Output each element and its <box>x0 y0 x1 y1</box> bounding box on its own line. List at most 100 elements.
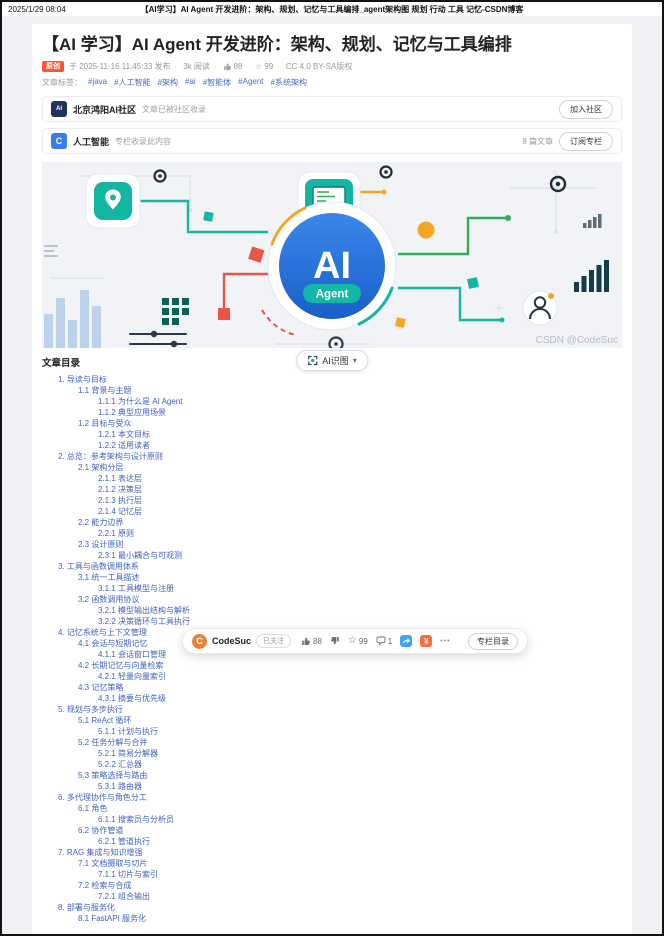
star-icon: ☆ <box>347 635 357 646</box>
meta-star-count: 99 <box>264 62 274 71</box>
toc-link[interactable]: 7.2 检索与合成 <box>78 881 132 890</box>
toc-link[interactable]: 5. 规划与多步执行 <box>58 705 123 714</box>
like-button[interactable]: 88 <box>301 636 322 646</box>
meta-like: 88 <box>210 62 243 71</box>
toc-link[interactable]: 8.1 FastAPI 服务化 <box>78 914 147 923</box>
toc-link[interactable]: 3.2.1 模型输出结构与解析 <box>98 606 191 615</box>
tag-link[interactable]: #智能体 <box>202 78 232 87</box>
subscribe-column-button[interactable]: 订阅专栏 <box>559 131 613 151</box>
toc-link[interactable]: 6.1.1 搜索员与分析员 <box>98 815 175 824</box>
tag-link[interactable]: #系统架构 <box>270 78 307 87</box>
toc-link[interactable]: 4.3 记忆策略 <box>78 683 124 692</box>
ai-recognize-button[interactable]: AI识图 ▾ <box>296 350 368 371</box>
join-community-button[interactable]: 加入社区 <box>559 99 613 119</box>
toc-link[interactable]: 2. 总览：参考架构与设计原则 <box>58 452 163 461</box>
toc-link[interactable]: 1.1.2 典型应用场景 <box>98 408 167 417</box>
column-name[interactable]: 人工智能 <box>73 136 110 147</box>
toc-link[interactable]: 1.2.1 本文目标 <box>98 430 151 439</box>
toc-link[interactable]: 4. 记忆系统与上下文管理 <box>58 628 147 637</box>
article-title: 【AI 学习】AI Agent 开发进阶：架构、规划、记忆与工具编排 <box>42 35 512 54</box>
article-meta: 原创 于 2025-11-16 11:45:33 发布 3k 阅读 88 ☆ 9… <box>42 61 622 72</box>
toc-title: 文章目录 <box>42 358 81 369</box>
hero-ai-text: AI <box>313 245 351 287</box>
toc-link[interactable]: 4.1 会话与短期记忆 <box>78 639 148 648</box>
toc-link[interactable]: 3.1.1 工具模型与注册 <box>98 584 175 593</box>
floating-toolbar: C CodeSuc 已关注 88 ☆ 99 <box>182 628 528 654</box>
hero-agent-text: Agent <box>316 289 349 301</box>
toc-link[interactable]: 7.1 文档摄取与切片 <box>78 859 148 868</box>
community-name[interactable]: 北京鸿阳AI社区 <box>73 104 137 115</box>
author-avatar[interactable]: C <box>192 633 207 649</box>
toc-link[interactable]: 4.3.1 摘要与优先级 <box>98 694 167 703</box>
comment-button[interactable]: 1 <box>376 636 392 646</box>
toc-link[interactable]: 1. 导读与目标 <box>58 375 107 384</box>
tag-link[interactable]: #ai <box>185 77 196 86</box>
toc-link[interactable]: 2.1.2 决策层 <box>98 485 143 494</box>
toc-link[interactable]: 1.1.1 为什么是 AI Agent <box>98 397 183 406</box>
toc-link[interactable]: 6.2.1 管道执行 <box>98 837 151 846</box>
share-icon <box>400 635 413 647</box>
read-count: 3k 阅读 <box>171 61 210 72</box>
toc-link[interactable]: 5.2.1 简易分解器 <box>98 749 159 758</box>
toc-link[interactable]: 5.3 策略选择与路由 <box>78 771 148 780</box>
toc-link[interactable]: 5.1.1 计划与执行 <box>98 727 159 736</box>
community-logo-icon: AI <box>51 101 67 117</box>
hero-watermark: CSDN @CodeSuc <box>536 335 618 346</box>
toc-link[interactable]: 7.1.1 切片与索引 <box>98 870 159 879</box>
toc-link[interactable]: 1.2.2 适用读者 <box>98 441 151 450</box>
toc-link[interactable]: 1.1 背景与主题 <box>78 386 132 395</box>
ai-recognize-label: AI识图 <box>322 356 349 366</box>
toc-link[interactable]: 4.1.1 会话窗口管理 <box>98 650 167 659</box>
toc-link[interactable]: 7.2.1 组合输出 <box>98 892 151 901</box>
toc-link[interactable]: 2.3.1 最小耦合与可观测 <box>98 551 183 560</box>
toc-link[interactable]: 8. 部署与服务化 <box>58 903 115 912</box>
toc-link[interactable]: 6.1 角色 <box>78 804 108 813</box>
dislike-button[interactable] <box>330 636 340 646</box>
toc-link[interactable]: 3.2.2 决策循环与工具执行 <box>98 617 191 626</box>
toc-link[interactable]: 5.2 任务分解与合并 <box>78 738 148 747</box>
author-name[interactable]: CodeSuc <box>212 636 252 646</box>
meta-like-count: 88 <box>233 62 243 71</box>
toc-link[interactable]: 6. 多代理协作与角色分工 <box>58 793 147 802</box>
community-banner: AI 北京鸿阳AI社区 文章已被社区收录 加入社区 <box>42 96 622 122</box>
print-datetime: 2025/1/29 08:04 <box>8 4 66 14</box>
tag-link[interactable]: #架构 <box>157 78 179 87</box>
column-desc: 专栏收录此内容 <box>115 136 172 146</box>
tag-link[interactable]: #人工智能 <box>114 78 151 87</box>
toc-link[interactable]: 1.2 目标与受众 <box>78 419 132 428</box>
thumb-up-icon <box>223 63 231 71</box>
column-article-count: 8 篇文章 <box>522 136 553 146</box>
tag-link[interactable]: #Agent <box>238 77 264 86</box>
toc-link[interactable]: 2.3 设计原则 <box>78 540 124 549</box>
toc-link[interactable]: 2.2.1 原则 <box>98 529 135 538</box>
toc-link[interactable]: 2.1 架构分层 <box>78 463 124 472</box>
column-toc-button[interactable]: 专栏目录 <box>468 632 518 650</box>
followed-button[interactable]: 已关注 <box>256 634 292 648</box>
below-hero-row: AI识图 ▾ 文章目录 <box>42 350 622 371</box>
tag-link[interactable]: #java <box>88 77 108 86</box>
page-background: 【AI 学习】AI Agent 开发进阶：架构、规划、记忆与工具编排 原创 于 … <box>2 16 662 934</box>
more-button[interactable]: ••• <box>440 637 451 645</box>
toc-link[interactable]: 7. RAG 集成与知识增强 <box>58 848 143 857</box>
toolbar-actions: 88 ☆ 99 1 <box>301 635 463 647</box>
toc-link[interactable]: 5.2.2 汇总器 <box>98 760 143 769</box>
toc-link[interactable]: 3.1 统一工具描述 <box>78 573 140 582</box>
toc-link[interactable]: 4.2.1 轻量向量索引 <box>98 672 167 681</box>
toc-link[interactable]: 2.1.3 执行层 <box>98 496 143 505</box>
toc-link[interactable]: 3.2 函数调用协议 <box>78 595 140 604</box>
toc-link[interactable]: 3. 工具与函数调用体系 <box>58 562 139 571</box>
toc-link[interactable]: 5.3.1 路由器 <box>98 782 143 791</box>
toc-link[interactable]: 2.1.1 表达层 <box>98 474 143 483</box>
thumb-up-icon <box>302 637 310 645</box>
toc-link[interactable]: 5.1 ReAct 循环 <box>78 716 132 725</box>
community-desc: 文章已被社区收录 <box>142 104 207 114</box>
toc-link[interactable]: 2.2 能力边界 <box>78 518 124 527</box>
toc-link[interactable]: 6.2 协作管道 <box>78 826 124 835</box>
tag-list: #java #人工智能 #架构 #ai #智能体 #Agent #系统架构 <box>88 77 307 88</box>
share-button[interactable] <box>400 635 413 647</box>
comment-icon <box>376 636 386 646</box>
reward-button[interactable]: ¥ <box>420 635 433 647</box>
toc-link[interactable]: 4.2 长期记忆与向量检索 <box>78 661 164 670</box>
collect-button[interactable]: ☆ 99 <box>348 636 368 646</box>
toc-link[interactable]: 2.1.4 记忆层 <box>98 507 143 516</box>
